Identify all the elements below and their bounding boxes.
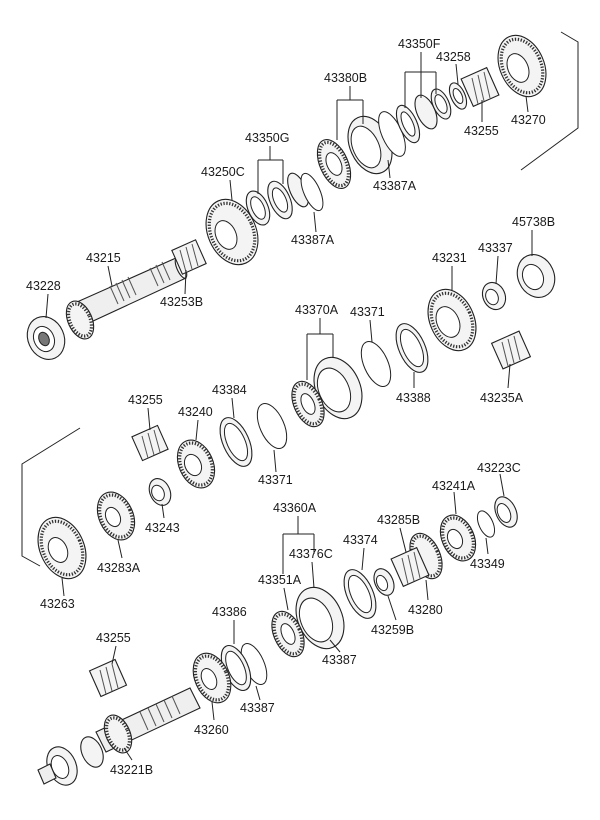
ring-43258 bbox=[448, 82, 468, 110]
needle-bearing-43235A bbox=[490, 330, 532, 370]
label-43370A: 43370A bbox=[295, 303, 339, 317]
hub-sleeve-43380B bbox=[316, 111, 406, 189]
gear-43283A bbox=[96, 491, 136, 541]
needle-bearing-43255-mid bbox=[131, 424, 169, 462]
ring-43371-b bbox=[256, 403, 288, 449]
label-43337: 43337 bbox=[478, 241, 513, 255]
label-43255-top: 43255 bbox=[464, 124, 499, 138]
label-43374: 43374 bbox=[343, 533, 378, 547]
synchro-rings-43350F bbox=[395, 88, 452, 144]
label-43371-top: 43371 bbox=[350, 305, 385, 319]
label-43228: 43228 bbox=[26, 279, 61, 293]
label-43241A: 43241A bbox=[432, 479, 476, 493]
label-43386: 43386 bbox=[212, 605, 247, 619]
subassembly-boundary-top bbox=[520, 31, 579, 171]
label-43349: 43349 bbox=[470, 557, 505, 571]
ring-43349 bbox=[476, 510, 496, 538]
label-43387A-mid: 43387A bbox=[291, 233, 335, 247]
needle-bearing-43255-bottom bbox=[88, 658, 128, 698]
label-43240: 43240 bbox=[178, 405, 213, 419]
label-43283A: 43283A bbox=[97, 561, 141, 575]
ring-43371-a bbox=[360, 341, 392, 387]
gear-43250C bbox=[205, 198, 259, 266]
label-43388: 43388 bbox=[396, 391, 431, 405]
label-43280: 43280 bbox=[408, 603, 443, 617]
label-43243: 43243 bbox=[145, 521, 180, 535]
label-43221B: 43221B bbox=[110, 763, 153, 777]
label-43258: 43258 bbox=[436, 50, 471, 64]
ring-43387A-a bbox=[300, 172, 324, 212]
label-43235A: 43235A bbox=[480, 391, 524, 405]
label-43255-bottom: 43255 bbox=[96, 631, 131, 645]
leader-lines bbox=[45, 52, 533, 761]
collar-43243 bbox=[148, 478, 172, 506]
label-43380B: 43380B bbox=[324, 71, 367, 85]
bearing-43228 bbox=[26, 316, 66, 360]
label-43350G: 43350G bbox=[245, 131, 289, 145]
collar-43259B bbox=[373, 568, 395, 596]
ring-43223C bbox=[494, 496, 518, 528]
needle-bearing-43253B bbox=[171, 239, 207, 275]
label-43270: 43270 bbox=[511, 113, 546, 127]
label-43387A-top: 43387A bbox=[373, 179, 417, 193]
label-43255-mid: 43255 bbox=[128, 393, 163, 407]
label-43351A: 43351A bbox=[258, 573, 302, 587]
gear-43263 bbox=[37, 516, 87, 580]
needle-bearing-43285B bbox=[390, 546, 430, 588]
gear-43241A bbox=[439, 514, 477, 562]
label-43215: 43215 bbox=[86, 251, 121, 265]
label-43350F: 43350F bbox=[398, 37, 441, 51]
gear-43240 bbox=[176, 439, 216, 489]
shaft-43221B bbox=[37, 687, 201, 786]
ring-43384 bbox=[219, 417, 253, 467]
bearing-45738B bbox=[516, 254, 556, 298]
label-43223C: 43223C bbox=[477, 461, 521, 475]
label-43371-bottom: 43371 bbox=[258, 473, 293, 487]
label-43231: 43231 bbox=[432, 251, 467, 265]
ring-43388 bbox=[395, 323, 429, 373]
needle-bearing-43255-top bbox=[460, 66, 500, 108]
label-43387-right: 43387 bbox=[322, 653, 357, 667]
label-45738B: 45738B bbox=[512, 215, 555, 229]
gear-43231 bbox=[427, 288, 477, 352]
label-43260: 43260 bbox=[194, 723, 229, 737]
pinion-gear-43215 bbox=[65, 300, 95, 340]
hub-sleeve-43360A bbox=[271, 586, 345, 658]
label-43263: 43263 bbox=[40, 597, 75, 611]
part-labels: 43350F 43258 43380B 43255 43270 43350G 4… bbox=[26, 37, 555, 777]
label-43253B: 43253B bbox=[160, 295, 203, 309]
label-43360A: 43360A bbox=[273, 501, 317, 515]
synchro-rings-43350G bbox=[245, 172, 309, 226]
collar-43337 bbox=[481, 281, 507, 311]
hub-sleeve-43370A bbox=[291, 356, 363, 428]
gear-43260 bbox=[192, 652, 232, 704]
label-43384: 43384 bbox=[212, 383, 247, 397]
label-43250C: 43250C bbox=[201, 165, 245, 179]
label-43387-left: 43387 bbox=[240, 701, 275, 715]
gear-43270 bbox=[497, 34, 547, 98]
label-43376C: 43376C bbox=[289, 547, 333, 561]
label-43285B: 43285B bbox=[377, 513, 420, 527]
subassembly-boundary-left bbox=[21, 427, 81, 567]
label-43259B: 43259B bbox=[371, 623, 414, 637]
ring-43374 bbox=[343, 569, 377, 619]
